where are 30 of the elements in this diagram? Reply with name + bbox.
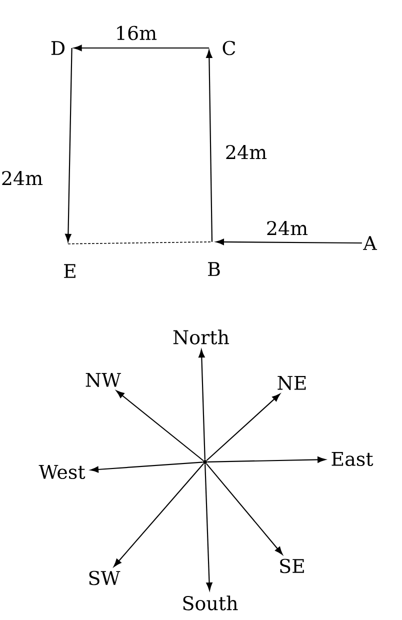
direction-label: South <box>183 596 238 610</box>
direction-label: East <box>332 452 374 466</box>
arrow <box>90 462 203 473</box>
arrow <box>204 464 212 591</box>
point-label: D <box>51 41 65 55</box>
point-label: B <box>208 262 220 276</box>
distance-label: 24m <box>267 220 308 236</box>
direction-label: NE <box>278 376 306 390</box>
direction-label: North <box>173 330 229 344</box>
point-label: C <box>222 40 236 56</box>
arrow <box>74 44 210 52</box>
arrow <box>198 349 206 460</box>
direction-label: SE <box>280 558 304 574</box>
dashed-line <box>68 241 212 244</box>
point-label: A <box>363 236 378 250</box>
distance-label: 24m <box>226 144 267 160</box>
arrow <box>206 394 280 461</box>
direction-label: SW <box>89 570 120 586</box>
arrow <box>114 463 204 567</box>
distance-label: 16m <box>117 26 157 40</box>
arrow <box>207 456 326 463</box>
direction-label: West <box>38 464 86 480</box>
direction-label: NW <box>86 372 121 388</box>
arrow <box>206 50 213 242</box>
arrow <box>216 238 362 246</box>
point-label: E <box>64 264 76 278</box>
arrow <box>65 48 72 242</box>
arrow <box>116 390 204 462</box>
arrow <box>206 463 283 555</box>
distance-label: 24m <box>2 170 43 186</box>
